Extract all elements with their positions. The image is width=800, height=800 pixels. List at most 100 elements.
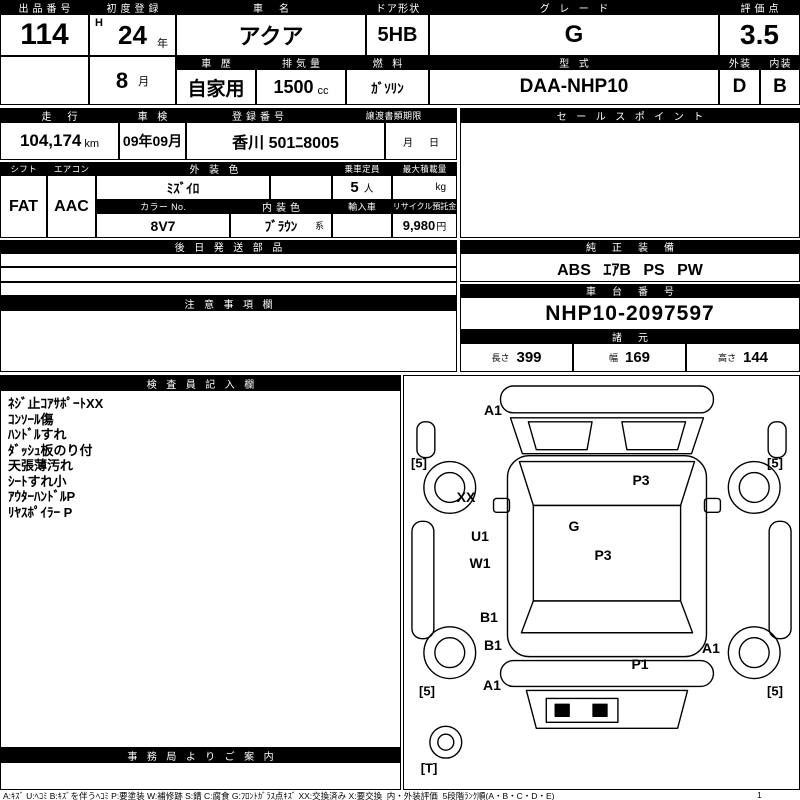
car-diagram-panel: A1 [5] [5] XX P3 G U1 W1 P3 B1 B1 A1 P1 …: [403, 375, 800, 790]
mileage-number: 104,174: [19, 131, 82, 150]
oem-equipment-header: 純正装備: [460, 240, 800, 254]
import-car-header: 輸入車: [332, 200, 392, 213]
recycle-fee: 9,980: [402, 218, 436, 233]
inspection-header: 車検: [119, 108, 186, 123]
shift-value: FAT: [0, 175, 47, 238]
wheel-rear-left: [423, 626, 477, 680]
displacement-unit: cc: [317, 85, 329, 97]
height-value: 144: [742, 349, 769, 366]
first-registration-year: 24: [118, 19, 147, 50]
inspector-note: ｺﾝｿｰﾙ傷: [8, 411, 54, 427]
mileage-header: 走行: [0, 108, 119, 123]
first-registration-month: 8: [115, 67, 129, 93]
windshield: [518, 460, 696, 507]
capacity-header: 乗車定員: [332, 162, 392, 175]
fender-strip-left: [416, 421, 436, 459]
capacity-unit: 人: [363, 184, 374, 195]
length-cell: 長さ 399: [460, 343, 573, 372]
mileage-unit: km: [84, 138, 100, 150]
caution-header: 注意事項欄: [0, 296, 457, 311]
damage-mark-glass-chip: G: [568, 518, 580, 534]
transfer-day-label: 日: [429, 137, 439, 149]
max-load-header: 最大積載量: [392, 162, 457, 175]
transfer-deadline-header: 譲渡書類期限: [330, 108, 457, 122]
dimensions-header: 諸元: [460, 330, 800, 344]
first-registration-year-cell: H 24 年: [89, 14, 176, 56]
first-registration-month-cell: 8 月: [89, 56, 176, 105]
history-value: 自家用: [176, 69, 256, 105]
inspector-note: ｱｳﾀｰﾊﾝﾄﾞﾙP: [8, 489, 76, 504]
interior-color-name: ﾌﾞﾗｳﾝ: [264, 219, 298, 234]
height-cell: 高さ 144: [686, 343, 800, 372]
shift-header: シフト: [0, 162, 47, 175]
displacement-value: 1500 cc: [256, 69, 346, 105]
damage-mark-rear-bumper: P1: [631, 656, 649, 672]
later-parts-row-2: [0, 267, 457, 282]
color-no-header: カラー No.: [96, 200, 230, 213]
grade-value: G: [429, 14, 719, 56]
recycle-deposit-header: リサイクル預託金: [392, 200, 457, 213]
transfer-month-label: 月: [403, 137, 413, 149]
wheel-front-right-inner: [738, 471, 770, 504]
tire-depth-rear-left: [5]: [419, 683, 435, 699]
door-shape-value: 5HB: [366, 14, 429, 56]
registration-no-header: 登録番号: [186, 108, 330, 123]
exterior-grade-value: D: [719, 69, 760, 105]
capacity-value: 5 人: [332, 175, 392, 200]
model-code-header: 型式: [429, 56, 719, 70]
license-plate: [545, 697, 619, 723]
legend-page-number: 1: [757, 790, 762, 800]
tire-depth-front-left: [5]: [411, 455, 427, 471]
caution-box: [0, 310, 457, 372]
tailgate: [525, 689, 689, 729]
rear-glass: [520, 600, 694, 634]
length-value: 399: [516, 349, 542, 366]
later-parts-header: 後日発送部品: [0, 240, 457, 254]
damage-mark-left-front-door-repair: W1: [469, 555, 491, 571]
wheel-front-left: [423, 460, 477, 515]
legend-bar: A:ｷｽﾞ U:ﾍｺﾐ B:ｷｽﾞを伴うﾍｺﾐ P:要塗装 W:補修跡 S:錆 …: [0, 790, 800, 800]
car-body: [506, 454, 708, 658]
fuel-header: 燃料: [346, 56, 429, 70]
side-strip-right: [768, 520, 792, 640]
displacement-number: 1500: [273, 76, 314, 97]
inspector-note: ﾊﾝﾄﾞﾙすれ: [8, 427, 67, 442]
wheel-rear-left-inner: [434, 637, 466, 669]
capacity-number: 5: [350, 179, 359, 196]
headlamp-left: [527, 421, 593, 451]
wheel-front-left-inner: [434, 471, 466, 504]
door-shape-header: ドア形状: [366, 0, 429, 15]
license-plate-mark-left: [554, 703, 570, 718]
max-load-value: kg: [392, 175, 457, 200]
car-diagram-svg: [411, 385, 792, 759]
damage-mark-front-bumper: A1: [484, 402, 502, 418]
office-info-header: 事務局よりご案内: [1, 747, 400, 763]
fuel-value: ｶﾞｿﾘﾝ: [346, 69, 429, 105]
registration-no-value: 香川 501ﾆ8005: [186, 122, 385, 160]
recycle-deposit-value: 9,980 円: [392, 213, 457, 238]
tire-depth-front-right: [5]: [767, 455, 783, 471]
import-car-value: [332, 213, 392, 238]
wheel-front-right: [727, 460, 781, 515]
era-letter: H: [95, 17, 103, 29]
color-no-value: 8V7: [96, 213, 230, 238]
history-header: 車歴: [176, 56, 256, 70]
recycle-unit: 円: [436, 222, 447, 233]
score-header: 評価点: [719, 0, 800, 15]
first-registration-header: 初度登録: [89, 0, 176, 15]
inspector-note: ﾀﾞｯｼｭ板のり付: [8, 442, 93, 458]
exhibit-no-value: 114: [0, 14, 89, 56]
inspector-note: ｼｰﾄすれ小: [8, 473, 67, 489]
month-suffix: 月: [138, 75, 150, 88]
inspector-note: ﾘﾔｽﾎﾟｲﾗｰ P: [8, 504, 73, 520]
interior-color-header: 内装色: [230, 200, 332, 214]
max-load-unit: kg: [435, 182, 446, 193]
tire-depth-rear-right: [5]: [767, 683, 783, 699]
mirror-left: [492, 497, 511, 514]
oem-equipment-value: ABS ｴｱB PS PW: [460, 253, 800, 282]
mirror-right: [703, 497, 722, 514]
exterior-grade-header: 外装: [719, 56, 760, 70]
damage-mark-left-front-fender: XX: [456, 489, 476, 505]
side-strip-left: [411, 520, 435, 640]
